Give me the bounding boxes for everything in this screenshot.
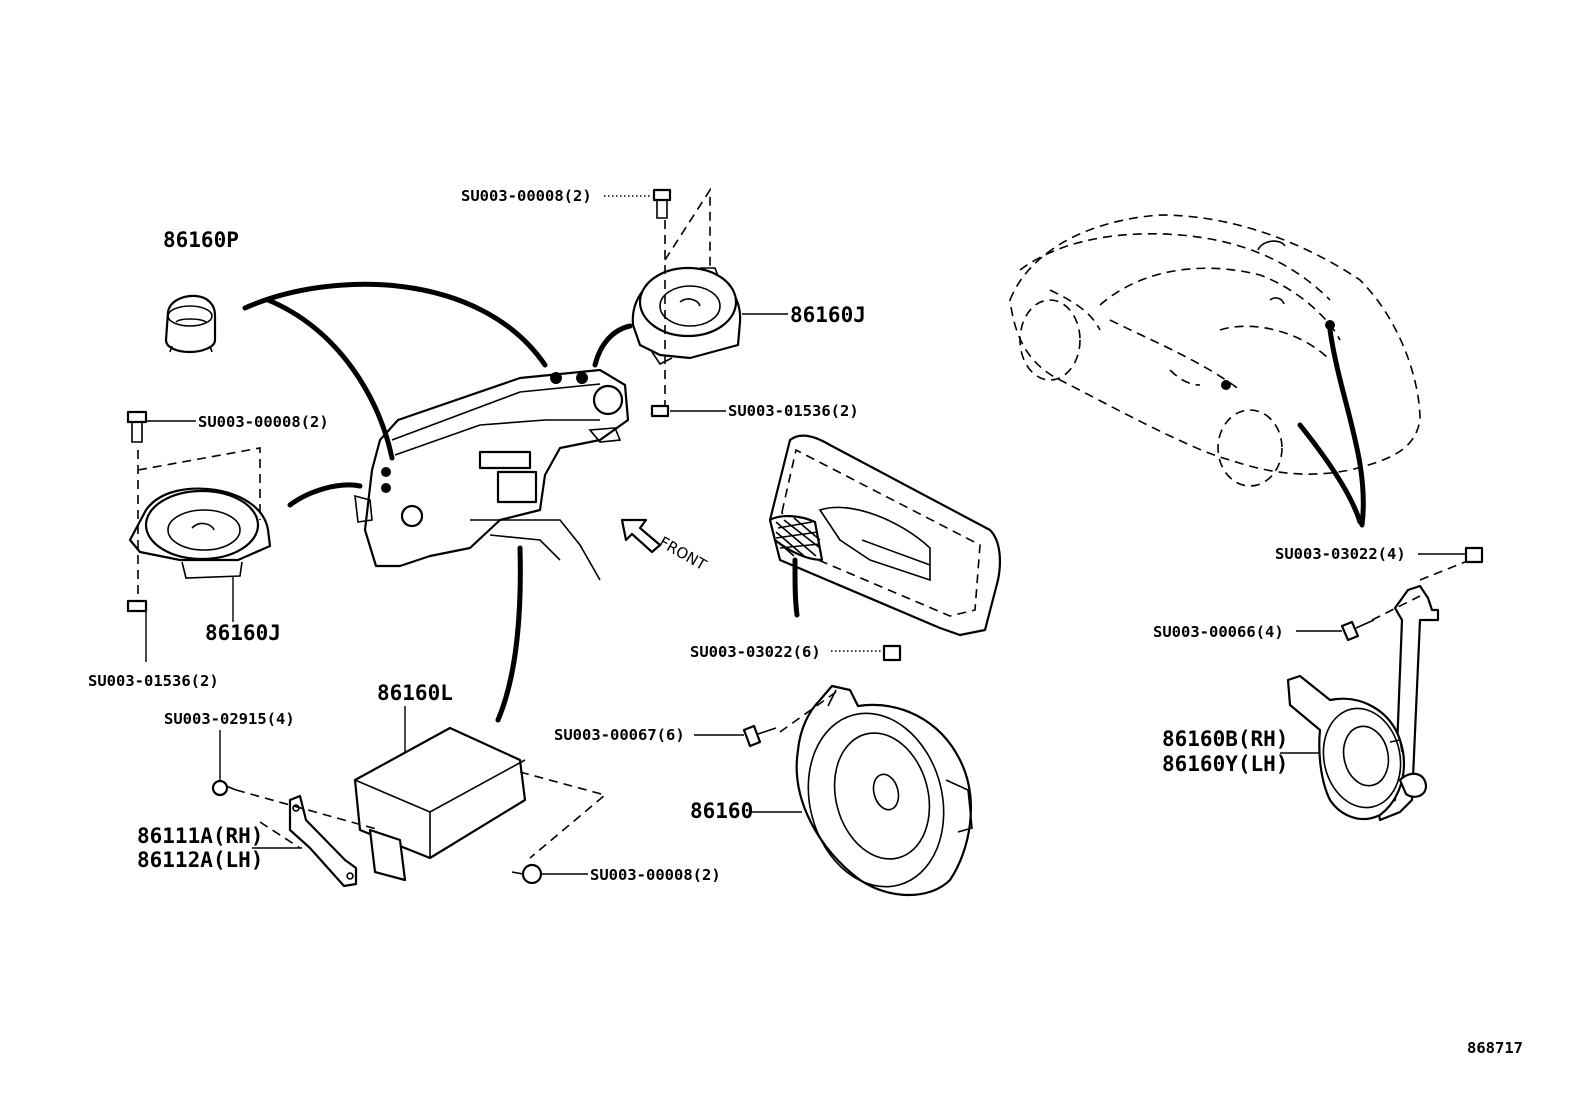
speaker-86160J-top	[631, 187, 742, 415]
label-86160L: 86160L	[377, 681, 453, 705]
label-86160B: 86160B(RH)	[1162, 727, 1288, 751]
bolt-bottom	[511, 863, 543, 885]
label-nut-top: SU003-01536(2)	[728, 402, 859, 420]
bolt-left	[126, 410, 148, 443]
speaker-86160B-86160Y	[1286, 559, 1471, 822]
label-86160Y: 86160Y(LH)	[1162, 752, 1288, 776]
wire-to-86160J-top	[592, 323, 633, 368]
wire-to-86160J-left	[287, 482, 363, 508]
figure-number: 868717	[1467, 1039, 1523, 1057]
label-nut-left: SU003-01536(2)	[88, 672, 219, 690]
wire-to-86160L	[495, 545, 523, 723]
door-trim-panel	[768, 434, 1001, 637]
speaker-86160J-left	[128, 447, 272, 598]
speaker-86160	[779, 684, 973, 896]
label-screw-amp: SU003-02915(4)	[164, 710, 295, 728]
front-arrow	[620, 518, 662, 554]
label-clip-door: SU003-03022(6)	[690, 643, 821, 661]
label-86160J-top: 86160J	[790, 303, 866, 327]
label-bolt-top: SU003-00008(2)	[461, 187, 592, 205]
screw-rear	[1340, 619, 1375, 642]
label-86160: 86160	[690, 799, 753, 823]
bolt-top	[652, 188, 672, 219]
clip-door	[882, 644, 902, 662]
label-front: FRONT	[656, 533, 710, 575]
nut-top	[650, 404, 670, 418]
dashboard-illustration	[354, 368, 630, 581]
label-86112A: 86112A(LH)	[137, 848, 263, 872]
screw-amp	[211, 779, 237, 797]
wire-p86160P-down	[265, 297, 395, 461]
label-bolt-bottom: SU003-00008(2)	[590, 866, 721, 884]
label-86111A: 86111A(RH)	[137, 824, 263, 848]
clip-rear	[1464, 546, 1484, 564]
nut-left	[126, 599, 148, 613]
label-86160P: 86160P	[163, 228, 239, 252]
screw-door	[742, 724, 777, 748]
label-screw-rear: SU003-00066(4)	[1153, 623, 1284, 641]
vehicle-outline	[1009, 214, 1421, 528]
amplifier-86160L	[353, 726, 607, 882]
label-86160J-left: 86160J	[205, 621, 281, 645]
label-screw-door: SU003-00067(6)	[554, 726, 685, 744]
tweeter-86160P	[164, 294, 217, 354]
wire-to-86160P	[242, 281, 548, 368]
label-bolt-left: SU003-00008(2)	[198, 413, 329, 431]
label-clip-rear: SU003-03022(4)	[1275, 545, 1406, 563]
bracket-86111A	[235, 789, 381, 888]
